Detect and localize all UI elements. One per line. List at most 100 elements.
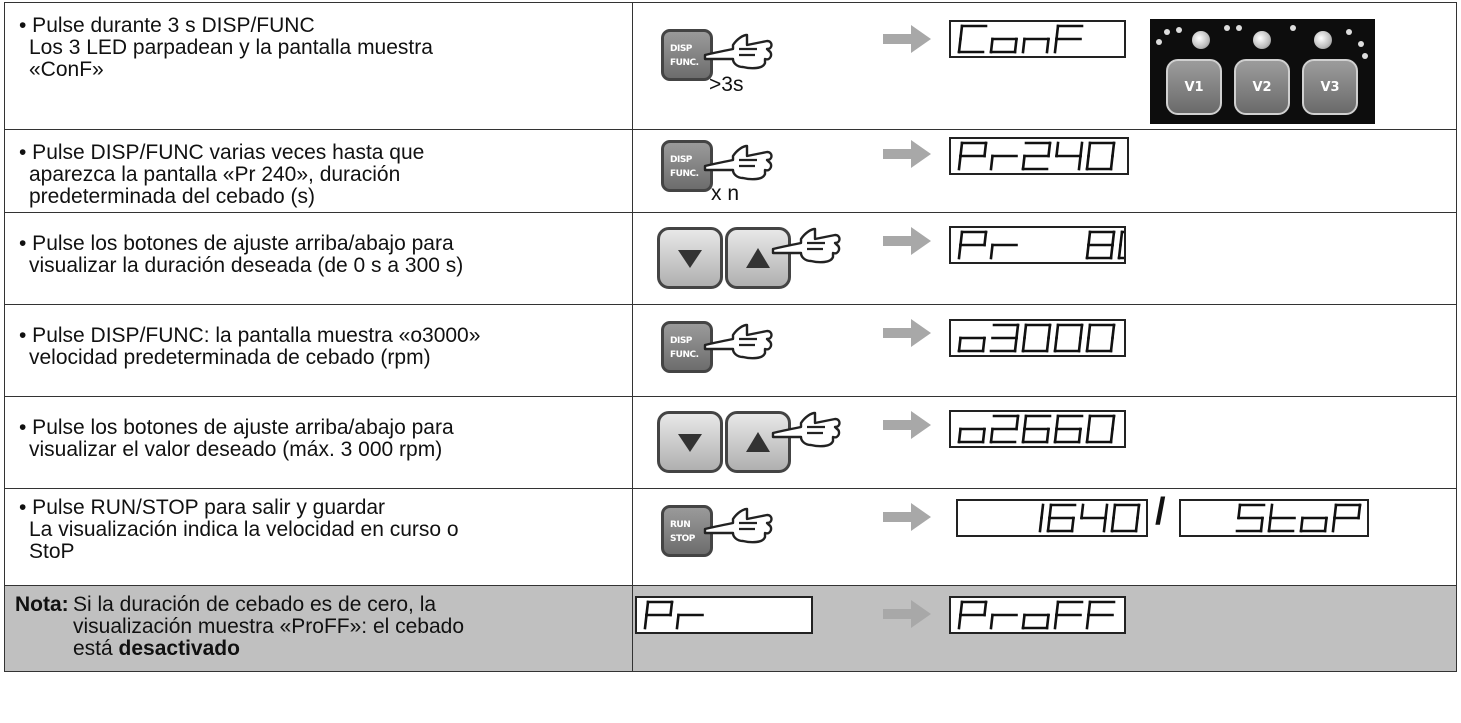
lcd-segment	[959, 141, 964, 158]
lcd-segment	[1053, 427, 1058, 444]
lcd-segment	[1079, 141, 1084, 158]
lcd-segment	[645, 600, 650, 617]
key-label-top: DISP	[670, 44, 692, 54]
lcd-segment	[989, 427, 994, 444]
step-4-line-1: • Pulse DISP/FUNC: la pantalla muestra «…	[19, 324, 481, 347]
note-label: Nota:	[15, 593, 69, 616]
lcd-segment	[1038, 516, 1043, 533]
lcd-segment	[1299, 516, 1304, 533]
step-2-line-3: predeterminada del cebado (s)	[29, 185, 316, 208]
lcd-display	[949, 20, 1126, 58]
lcd-segment	[1021, 427, 1026, 444]
lcd-display-after	[949, 596, 1126, 634]
step-5-graphic	[632, 396, 1457, 489]
lcd-display-stop	[1179, 499, 1369, 537]
step-4-graphic: DISP FUNC.	[632, 304, 1457, 397]
lcd-segment-text	[957, 24, 1084, 54]
arrow-right-icon	[883, 140, 931, 168]
key-label-bottom: STOP	[670, 534, 695, 544]
step-3-line-2: visualizar la duración deseada (de 0 s a…	[29, 254, 464, 277]
lcd-segment	[1357, 503, 1362, 520]
lcd-segment	[1079, 323, 1084, 340]
lcd-segment	[1045, 427, 1050, 444]
lcd-segment	[1267, 516, 1272, 533]
step-3-text: • Pulse los botones de ajuste arriba/aba…	[4, 212, 633, 305]
arrow-right-icon	[883, 600, 931, 628]
key-label-top: DISP	[670, 336, 692, 346]
step-3-graphic	[632, 212, 1457, 305]
lcd-segment	[1077, 336, 1082, 353]
lcd-segment-text	[1235, 503, 1362, 533]
step-row-4: • Pulse DISP/FUNC: la pantalla muestra «…	[4, 304, 1457, 397]
up-button	[725, 227, 791, 289]
lcd-display	[949, 226, 1126, 264]
led-panel: V1 V2 V3	[1150, 19, 1375, 124]
lcd-segment	[981, 427, 986, 444]
lcd-segment	[983, 230, 988, 247]
lcd-segment	[643, 613, 648, 630]
lcd-segment	[1237, 503, 1242, 520]
note-line-3-plain: está	[73, 637, 119, 660]
lcd-segment	[1331, 516, 1336, 533]
arrow-right-icon	[883, 319, 931, 347]
lcd-segment	[1085, 613, 1090, 630]
lcd-segment-text	[643, 600, 704, 630]
arrow-right-icon	[883, 503, 931, 531]
lcd-segment	[1111, 414, 1116, 431]
pointing-hand-icon	[703, 319, 775, 361]
lcd-segment	[959, 600, 964, 617]
note-line-1: Si la duración de cebado es de cero, la	[73, 593, 437, 616]
lcd-segment-text	[1038, 503, 1141, 533]
v2-button: V2	[1234, 59, 1290, 115]
lcd-display-before	[635, 596, 813, 634]
step-1-text: • Pulse durante 3 s DISP/FUNC Los 3 LED …	[4, 2, 633, 130]
lcd-segment	[1023, 323, 1028, 340]
lcd-segment	[1077, 154, 1082, 171]
lcd-segment	[1013, 37, 1018, 54]
step-1-line-2: Los 3 LED parpadean y la pantalla muestr…	[29, 36, 433, 59]
lcd-segment	[1111, 323, 1116, 340]
key-label-top: RUN	[670, 520, 691, 530]
lcd-segment	[1045, 336, 1050, 353]
lcd-segment	[1087, 323, 1092, 340]
pointing-hand-icon	[771, 407, 843, 449]
lcd-segment	[1015, 414, 1020, 431]
lcd-segment	[1134, 516, 1139, 533]
lcd-segment	[1087, 141, 1092, 158]
step-1-line-3: «ConF»	[29, 58, 104, 81]
step-6-line-3: StoP	[29, 540, 75, 563]
note-line-2: visualización muestra «ProFF»: el cebado	[73, 615, 465, 638]
step-2-line-2: aparezca la pantalla «Pr 240», duración	[29, 163, 401, 186]
lcd-segment	[989, 613, 994, 630]
pointing-hand-icon	[771, 223, 843, 265]
lcd-segment	[1021, 37, 1026, 54]
lcd-segment	[1333, 503, 1338, 520]
lcd-segment	[1111, 141, 1116, 158]
step-row-6: • Pulse RUN/STOP para salir y guardar La…	[4, 488, 1457, 586]
step-5-line-1: • Pulse los botones de ajuste arriba/aba…	[19, 416, 454, 439]
note-line-3: está desactivado	[73, 638, 622, 660]
lcd-segment	[1053, 336, 1058, 353]
lcd-segment	[1023, 414, 1028, 431]
step-1-line-1: • Pulse durante 3 s DISP/FUNC	[19, 14, 315, 37]
lcd-segment	[1087, 600, 1092, 617]
lcd-segment	[957, 613, 962, 630]
step-2-line-1: • Pulse DISP/FUNC varias veces hasta que	[19, 141, 425, 164]
hold-duration-label: >3s	[709, 73, 744, 96]
procedure-table: • Pulse durante 3 s DISP/FUNC Los 3 LED …	[4, 2, 1457, 672]
lcd-segment	[957, 37, 962, 54]
step-row-5: • Pulse los botones de ajuste arriba/aba…	[4, 396, 1457, 489]
lcd-segment	[1111, 230, 1116, 247]
step-6-line-1: • Pulse RUN/STOP para salir y guardar	[19, 496, 386, 519]
lcd-segment	[983, 600, 988, 617]
step-5-text: • Pulse los botones de ajuste arriba/aba…	[4, 396, 633, 489]
arrow-right-icon	[883, 227, 931, 255]
key-label-top: DISP	[670, 155, 692, 165]
lcd-segment	[1323, 516, 1328, 533]
lcd-segment	[1269, 503, 1274, 520]
lcd-segment	[1055, 600, 1060, 617]
note-text: Nota: Si la duración de cebado es de cer…	[4, 585, 633, 672]
lcd-segment	[1055, 141, 1060, 158]
lcd-segment	[959, 24, 964, 41]
lcd-segment	[1109, 427, 1114, 444]
